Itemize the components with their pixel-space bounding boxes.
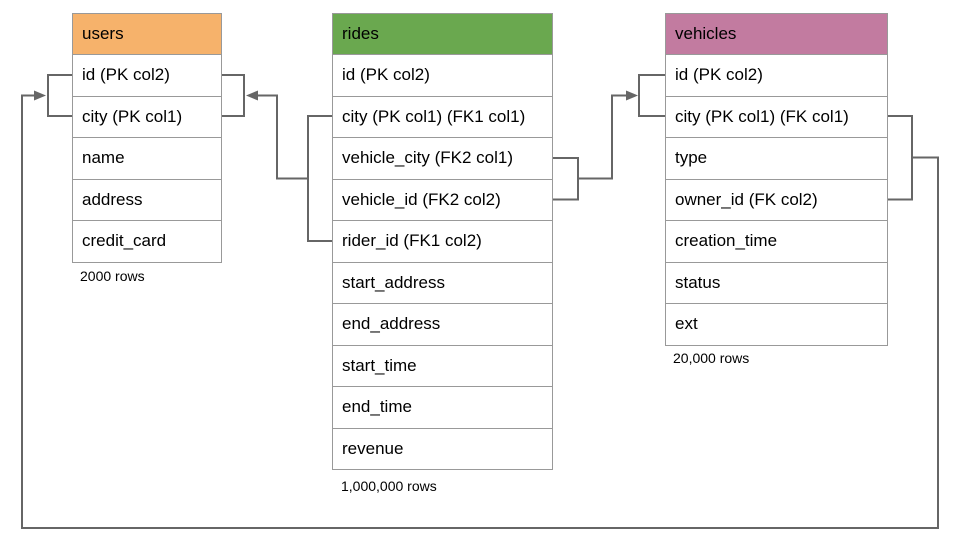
arrowhead-right-icon	[34, 90, 46, 101]
table-row: rider_id (FK1 col2)	[333, 220, 552, 262]
rides-row-count-label: 1,000,000 rows	[341, 478, 437, 494]
table-row: owner_id (FK col2)	[666, 178, 887, 221]
table-row: creation_time	[666, 220, 887, 262]
table-rides-header: rides	[333, 14, 552, 54]
table-row: start_time	[333, 344, 552, 387]
table-row: id (PK col2)	[666, 54, 887, 96]
table-rides: rides id (PK col2) city (PK col1) (FK1 c…	[332, 13, 553, 470]
table-users: users id (PK col2) city (PK col1) name a…	[72, 13, 222, 263]
fk-rides-to-vehicles-connector	[553, 74, 665, 201]
table-row: type	[666, 137, 887, 179]
users-row-count-label: 2000 rows	[80, 268, 145, 284]
table-row: end_address	[333, 303, 552, 345]
arrowhead-right-icon	[626, 90, 638, 101]
arrowhead-left-icon	[246, 90, 258, 101]
table-row: start_address	[333, 261, 552, 304]
table-row: vehicle_id (FK2 col2)	[333, 178, 552, 221]
table-row: status	[666, 261, 887, 304]
fk-rides-to-users-connector	[222, 74, 332, 242]
table-row: name	[73, 137, 221, 179]
table-row: credit_card	[73, 220, 221, 262]
table-row: city (PK col1) (FK1 col1)	[333, 95, 552, 138]
table-vehicles-header: vehicles	[666, 14, 887, 54]
table-vehicles: vehicles id (PK col2) city (PK col1) (FK…	[665, 13, 888, 346]
table-row: vehicle_city (FK2 col1)	[333, 137, 552, 179]
table-row: end_time	[333, 386, 552, 428]
table-row: city (PK col1)	[73, 95, 221, 138]
table-users-header: users	[73, 14, 221, 54]
table-row: id (PK col2)	[73, 54, 221, 96]
table-row: ext	[666, 303, 887, 345]
table-row: revenue	[333, 427, 552, 470]
table-row: address	[73, 178, 221, 221]
table-row: city (PK col1) (FK col1)	[666, 95, 887, 138]
table-row: id (PK col2)	[333, 54, 552, 96]
vehicles-row-count-label: 20,000 rows	[673, 350, 750, 366]
